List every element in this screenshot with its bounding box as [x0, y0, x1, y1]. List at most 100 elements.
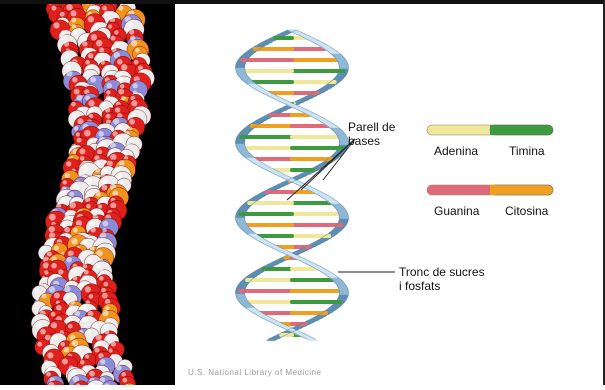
atom-highlight	[51, 6, 56, 11]
atom-highlight	[89, 108, 94, 113]
atom-highlight	[114, 41, 120, 47]
legend-bar-gc-join	[490, 185, 496, 195]
atom-highlight	[64, 286, 70, 292]
atom-highlight	[106, 318, 111, 323]
backbone-strand-front	[236, 30, 349, 341]
atom-highlight	[80, 360, 85, 365]
atom-highlight	[81, 35, 87, 41]
legend-bar-at-right	[490, 125, 553, 135]
backbone-label-line1: Tronc de sucres	[399, 265, 485, 279]
atom-highlight	[72, 340, 78, 346]
legend-bar-at-join	[490, 125, 496, 135]
atom-highlight	[84, 130, 91, 137]
atom-highlight	[118, 5, 123, 10]
atom-highlight	[111, 354, 115, 358]
atom-highlight	[44, 270, 48, 274]
atom-highlight	[82, 239, 88, 245]
atom-highlight	[63, 180, 67, 184]
atom-highlight	[118, 89, 124, 95]
strand-segment	[339, 216, 348, 219]
atom-highlight	[63, 347, 69, 353]
atom-highlight	[105, 306, 110, 311]
atom-highlight	[100, 197, 105, 202]
space-filling-model-image	[0, 4, 175, 385]
base-pair-label-line1: Parell de	[348, 120, 395, 134]
atom-highlight	[66, 210, 70, 214]
atom-highlight	[114, 30, 118, 34]
atom-highlight	[87, 234, 91, 238]
atom-highlight	[119, 180, 123, 184]
atom-highlight	[120, 84, 125, 89]
atom-highlight	[70, 10, 76, 16]
atom-highlight	[129, 119, 135, 125]
atom-highlight	[74, 89, 80, 95]
atom-highlight	[128, 126, 132, 130]
atom-highlight	[46, 372, 51, 377]
atom-highlight	[92, 210, 97, 215]
atom-highlight	[64, 53, 69, 58]
atom-highlight	[85, 286, 91, 292]
atom-highlight	[91, 34, 97, 40]
atom-highlight	[58, 269, 63, 274]
atom-highlight	[110, 17, 115, 22]
atom-highlight	[94, 323, 99, 328]
atom-highlight	[66, 4, 72, 10]
atom-highlight	[91, 227, 96, 232]
atom-highlight	[96, 342, 101, 347]
atom-highlight	[131, 100, 137, 106]
atom-highlight	[90, 77, 96, 83]
atom-highlight	[105, 107, 110, 112]
legend-citosina: Citosina	[505, 204, 548, 218]
atom-highlight	[68, 324, 73, 329]
atom-highlight	[121, 372, 126, 377]
atom-highlight	[35, 288, 40, 293]
atom-highlight	[72, 24, 77, 29]
atom-highlight	[69, 305, 75, 311]
atom-highlight	[103, 282, 108, 287]
atom-highlight	[97, 53, 103, 59]
atom-highlight	[72, 269, 78, 275]
atom-highlight	[89, 371, 95, 377]
atom-highlight	[47, 365, 52, 370]
atom-highlight	[71, 238, 77, 244]
atom-highlight	[96, 334, 102, 340]
atom-highlight	[96, 192, 101, 197]
atom-highlight	[53, 335, 58, 340]
atom-highlight	[84, 47, 89, 52]
atom-highlight	[129, 29, 134, 34]
atom-highlight	[89, 221, 95, 227]
atom-highlight	[122, 378, 127, 383]
atom-highlight	[85, 354, 89, 358]
atom-highlight	[101, 60, 105, 64]
atom-highlight	[111, 36, 116, 41]
atom-highlight	[49, 214, 56, 221]
atom-highlight	[61, 197, 66, 202]
atom-highlight	[85, 72, 90, 77]
atom-highlight	[110, 154, 116, 160]
atom-highlight	[81, 251, 87, 257]
atom-highlight	[100, 270, 105, 275]
atom-highlight	[76, 95, 82, 101]
atom-highlight	[62, 359, 68, 365]
atom-highlight	[61, 35, 67, 41]
atom-highlight	[97, 149, 102, 154]
atom-highlight	[34, 300, 39, 305]
atom-highlight	[70, 300, 75, 305]
atom-highlight	[88, 16, 94, 22]
atom-highlight	[94, 22, 100, 28]
atom-highlight	[103, 323, 108, 328]
legend-guanina: Guanina	[434, 204, 479, 218]
atom-highlight	[66, 257, 72, 263]
atom-highlight	[73, 228, 78, 233]
strand-segment	[339, 66, 348, 69]
atom-highlight	[102, 310, 108, 316]
atom-highlight	[73, 276, 78, 281]
atom-highlight	[118, 160, 124, 166]
atom-highlight	[37, 342, 42, 347]
atom-highlight	[117, 71, 123, 77]
atom-highlight	[116, 136, 122, 142]
atom-highlight	[84, 270, 89, 275]
atom-highlight	[56, 305, 62, 311]
atom-highlight	[121, 96, 126, 101]
atom-highlight	[51, 312, 56, 317]
